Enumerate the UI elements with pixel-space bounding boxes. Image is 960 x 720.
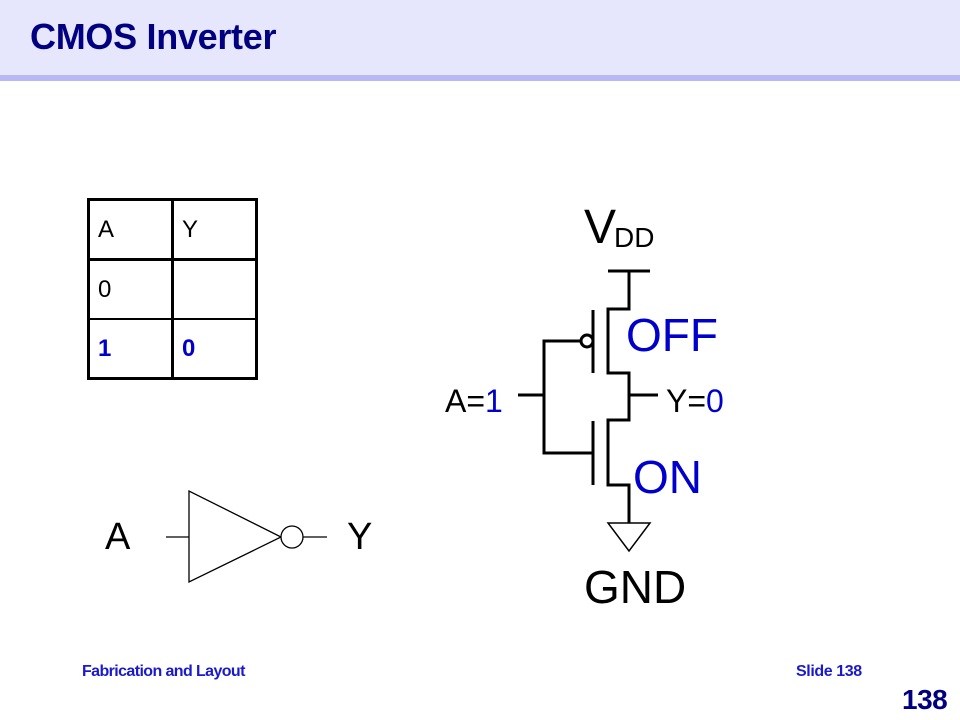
truth-table: A Y 0 1 0 [87,198,258,380]
pmos-state-label: OFF [626,309,718,361]
input-node-name: A= [445,383,486,419]
vdd-label-sub: DD [614,222,655,253]
input-node-value: 1 [485,383,503,419]
inverter-input-label: A [105,516,131,558]
gate-input-wire [542,339,593,455]
inverter-symbol [166,489,327,584]
truth-table-cell-y [171,258,258,320]
vdd-label: VDD [584,200,656,255]
slide-header [0,0,960,75]
truth-table-cell-a: 0 [87,258,174,320]
nmos-state-label: ON [633,451,702,503]
gnd-label: GND [584,561,687,613]
vdd-label-main: V [584,201,617,254]
truth-table-cell-a: 1 [87,318,174,380]
cmos-schematic [518,269,658,553]
inverter-output-label: Y [347,516,373,558]
truth-table-cell-y: 0 [171,318,258,380]
header-divider [0,75,960,81]
output-node-label: Y=0 [666,383,724,420]
pmos-gate-bubble [579,333,595,349]
truth-table-row: 0 [87,258,258,320]
input-node-label: A=1 [445,383,503,420]
truth-table-header-y: Y [171,198,258,261]
footer-slide-label: Slide 138 [796,663,862,680]
inverter-bubble [280,525,304,549]
truth-table-row: 1 0 [87,318,258,380]
ground-symbol [606,522,652,553]
page-number: 138 [902,684,948,715]
inverter-triangle [188,489,283,584]
truth-table-header-a: A [87,198,174,261]
footer-course-title: Fabrication and Layout [82,663,245,680]
output-node-name: Y= [666,383,707,419]
slide-title: CMOS Inverter [30,16,277,57]
output-node-value: 0 [706,383,724,419]
truth-table-header: A Y [87,198,258,261]
